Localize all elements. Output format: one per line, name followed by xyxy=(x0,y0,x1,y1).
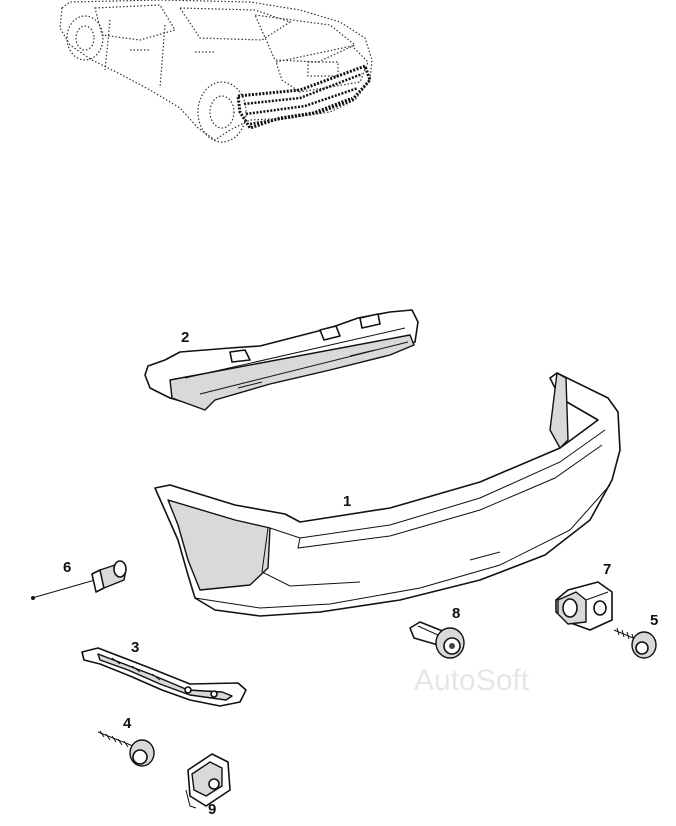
part-4-screw xyxy=(97,730,155,767)
callout-3: 3 xyxy=(131,639,139,656)
callout-8: 8 xyxy=(452,605,460,622)
watermark: AutoSoft xyxy=(414,664,530,697)
part-7-retainer-bracket xyxy=(555,581,613,631)
callout-5: 5 xyxy=(650,612,658,629)
part-9-clip-nut xyxy=(185,753,231,809)
callout-6: 6 xyxy=(63,559,71,576)
part-5-bolt xyxy=(613,627,657,659)
car-bumper-highlight xyxy=(236,64,372,130)
part-8-push-clip xyxy=(409,621,465,659)
callout-2: 2 xyxy=(181,329,189,346)
part-3-bumper-guide-bracket xyxy=(81,647,247,707)
callout-9: 9 xyxy=(208,801,216,818)
part-1-rear-bumper-cover xyxy=(154,372,621,617)
part-6-rivet xyxy=(31,560,127,600)
car-reference-illustration xyxy=(59,0,373,143)
part-2-bumper-absorber xyxy=(144,309,419,411)
callout-7: 7 xyxy=(603,561,611,578)
callout-1: 1 xyxy=(343,493,351,510)
callout-4: 4 xyxy=(123,715,132,732)
